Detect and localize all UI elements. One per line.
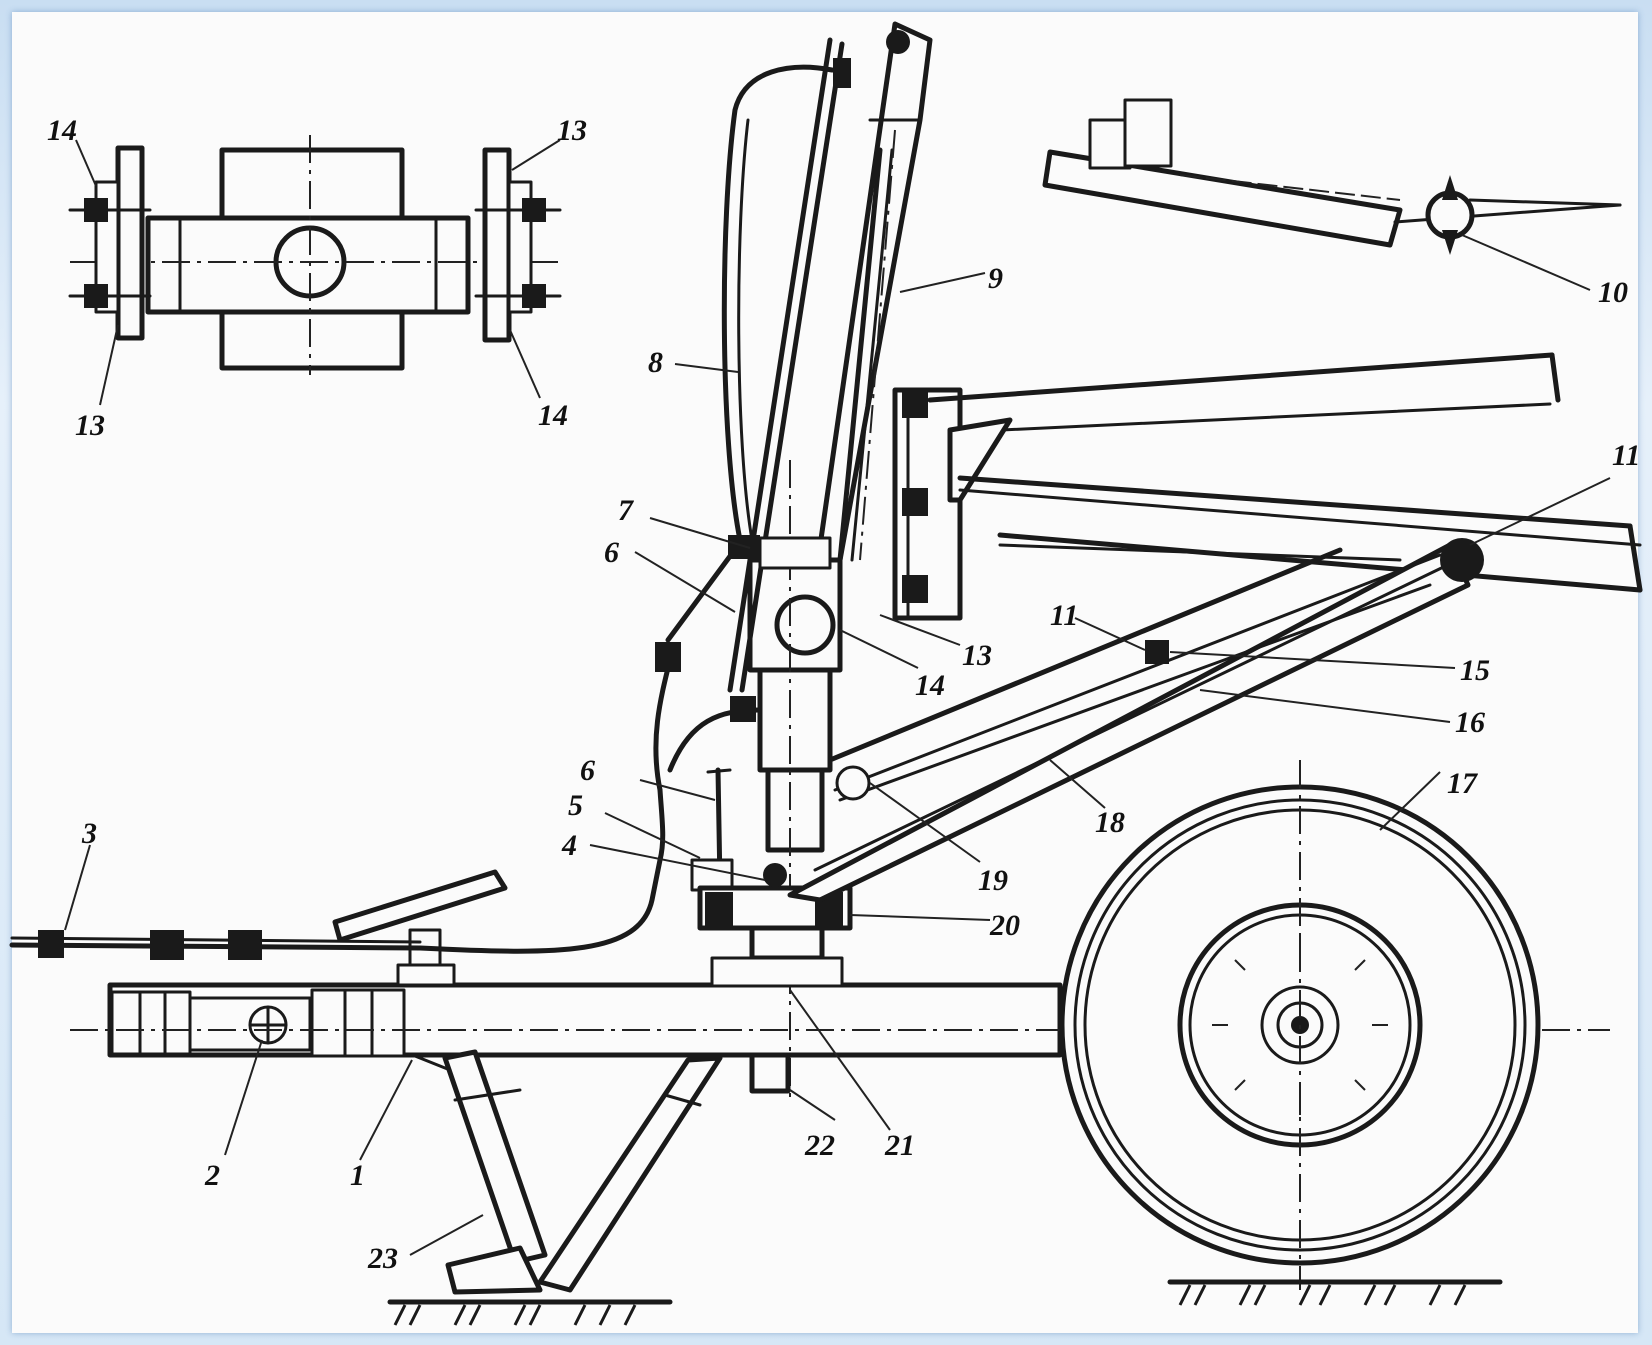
control-rod xyxy=(9,787,666,960)
callout-23: 23 xyxy=(367,1242,398,1275)
callout-14: 14 xyxy=(538,399,568,432)
callout-17: 17 xyxy=(1447,767,1478,800)
callout-1: 1 xyxy=(350,1159,365,1192)
callout-20: 20 xyxy=(989,909,1020,942)
callout-21: 21 xyxy=(884,1129,915,1162)
callout-3: 3 xyxy=(81,817,97,850)
callout-8: 7 xyxy=(618,494,634,527)
callout-5: 5 xyxy=(568,789,583,822)
callout-6: 6 xyxy=(580,754,595,787)
control-wheel xyxy=(332,869,508,987)
callout-15: 15 xyxy=(1460,654,1490,687)
diagonal-strut xyxy=(787,477,1611,903)
upper-rails xyxy=(892,352,1643,621)
callout-11: 11 xyxy=(1612,439,1640,472)
callout-16: 16 xyxy=(1455,706,1485,739)
callout-13: 13 xyxy=(75,409,105,442)
callout-7: 6 xyxy=(604,536,619,569)
callout-13: 13 xyxy=(962,639,992,672)
callout-10: 9 xyxy=(988,262,1003,295)
callout-2: 2 xyxy=(204,1159,220,1192)
callout-4: 4 xyxy=(561,829,577,862)
support-legs xyxy=(413,1049,723,1295)
wheel xyxy=(1059,760,1541,1290)
ground-lines xyxy=(387,1279,1503,1326)
axle-detail-view xyxy=(68,135,565,406)
hinge-detail-view xyxy=(1042,98,1622,291)
callout-labels: 14 13 13 14 10 11 9 8 7 6 11 13 14 15 16… xyxy=(47,114,1640,1275)
callout-18: 18 xyxy=(1095,806,1125,839)
callout-13: 13 xyxy=(557,114,587,147)
callout-11: 10 xyxy=(1598,276,1628,309)
callout-14: 14 xyxy=(47,114,77,147)
folding-leg xyxy=(727,21,933,693)
callout-19: 19 xyxy=(978,864,1008,897)
leader-lines xyxy=(64,272,1456,1256)
main-frame xyxy=(70,982,1610,1058)
callout-22: 22 xyxy=(804,1129,835,1162)
callout-14: 14 xyxy=(915,669,945,702)
vertical-column xyxy=(653,64,853,1100)
callout-12: 11 xyxy=(1050,599,1078,632)
callout-9: 8 xyxy=(648,346,663,379)
